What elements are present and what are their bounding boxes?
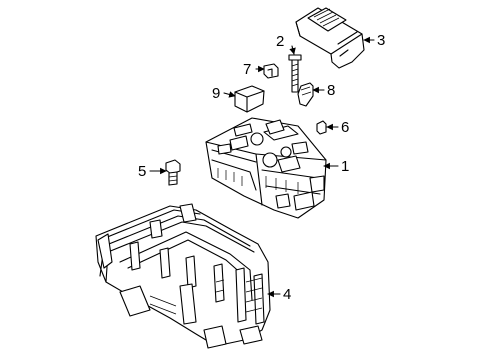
callout-1: 1 bbox=[341, 158, 349, 175]
callout-7: 7 bbox=[243, 61, 251, 78]
part-3-cover bbox=[295, 7, 365, 69]
callout-3: 3 bbox=[377, 32, 385, 49]
part-8-terminal bbox=[297, 82, 314, 107]
part-5-bolt bbox=[165, 159, 181, 186]
part-9-relay bbox=[234, 85, 265, 113]
callout-5: 5 bbox=[138, 163, 146, 180]
part-6-fuse bbox=[316, 120, 327, 135]
callout-6: 6 bbox=[341, 119, 349, 136]
part-1-fuse-box bbox=[205, 117, 327, 219]
part-4-tray bbox=[95, 203, 271, 349]
part-2-bolt bbox=[288, 54, 302, 93]
callout-2: 2 bbox=[276, 33, 284, 50]
callout-4: 4 bbox=[283, 286, 291, 303]
part-7-clip bbox=[263, 63, 279, 79]
callout-8: 8 bbox=[327, 82, 335, 99]
cover-label-block bbox=[307, 7, 347, 32]
callout-9: 9 bbox=[212, 85, 220, 102]
leader-lines bbox=[149, 36, 375, 298]
